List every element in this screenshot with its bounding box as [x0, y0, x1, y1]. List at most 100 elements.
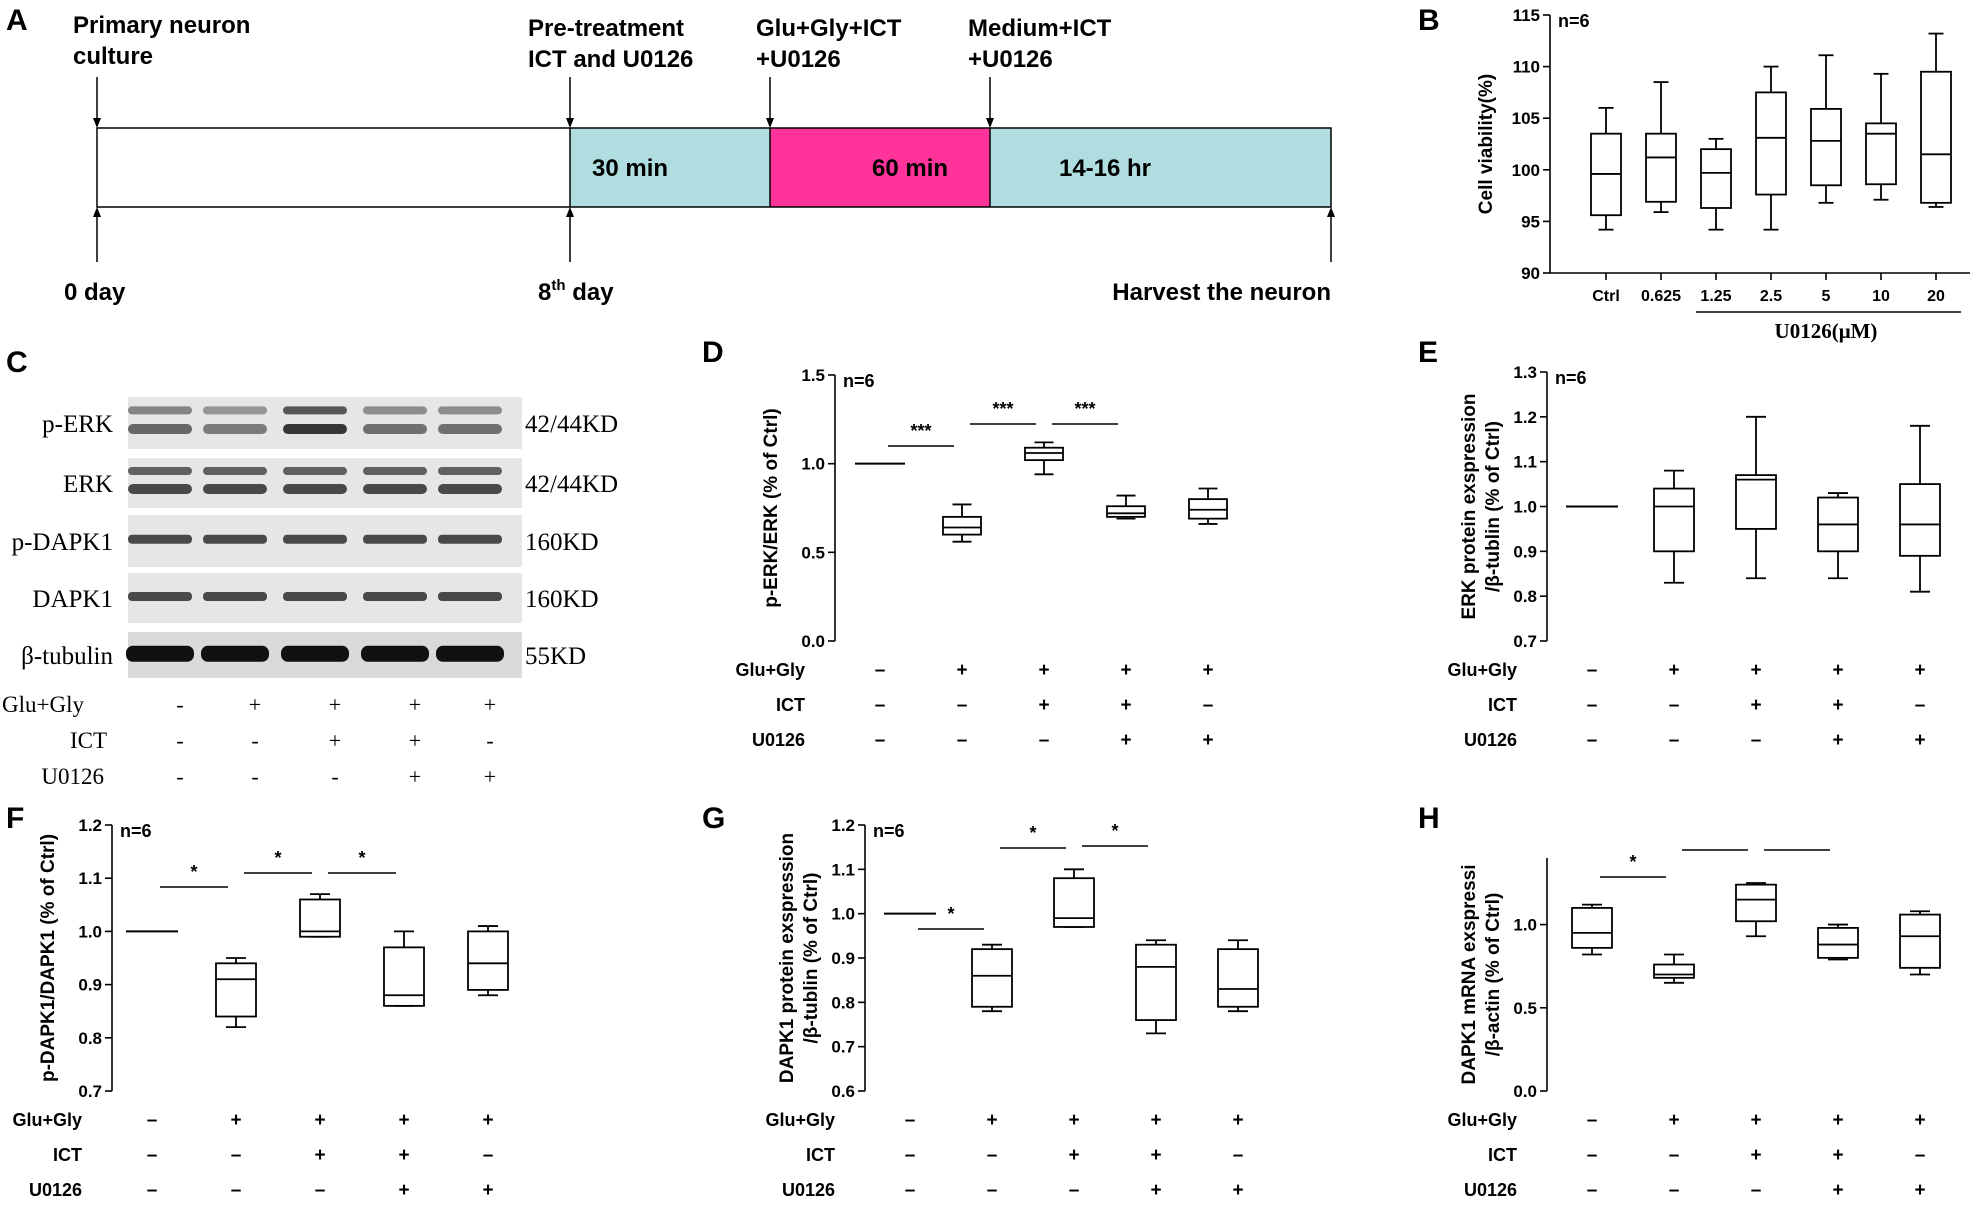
- treatment-sign: –: [875, 730, 886, 751]
- y-tick-label: 1.0: [1513, 498, 1537, 517]
- arrow-down-icon: [986, 118, 994, 128]
- timeline-label-harvest: Harvest the neuron: [1112, 279, 1331, 306]
- condition-sign: +: [409, 728, 421, 753]
- blot-band: [203, 406, 267, 415]
- band-name-label: p-DAPK1: [12, 529, 113, 556]
- blot-band: [283, 592, 347, 601]
- y-tick-label: 1.2: [831, 816, 855, 835]
- treatment-sign: +: [1668, 660, 1679, 681]
- blot-band: [438, 484, 502, 494]
- y-tick-label: 0.8: [831, 993, 855, 1012]
- band-size-label: 42/44KD: [525, 411, 618, 438]
- treatment-label: ICT: [1488, 1145, 1517, 1165]
- treatment-sign: –: [1587, 1145, 1598, 1166]
- x-tick-label: 2.5: [1760, 288, 1782, 305]
- treatment-sign: –: [147, 1180, 158, 1201]
- y-tick-label: 100: [1512, 161, 1540, 180]
- treatment-sign: –: [987, 1145, 998, 1166]
- blot-band: [128, 424, 192, 435]
- y-tick-label: 1.1: [78, 869, 102, 888]
- box-iqr: [1653, 487, 1695, 553]
- treatment-sign: +: [1914, 1110, 1925, 1131]
- blot-band: [203, 592, 267, 601]
- y-tick-label: 1.0: [801, 455, 825, 474]
- treatment-sign: –: [987, 1180, 998, 1201]
- segment-label-30min: 30 min: [592, 155, 668, 182]
- treatment-label: Glu+Gly: [12, 1110, 82, 1130]
- treatment-sign: –: [1751, 730, 1762, 751]
- band-size-label: 160KD: [525, 529, 599, 556]
- blot-band: [126, 645, 194, 662]
- blot-band: [128, 406, 192, 415]
- treatment-sign: +: [314, 1145, 325, 1166]
- treatment-sign: –: [905, 1110, 916, 1131]
- condition-sign: -: [251, 764, 258, 789]
- condition-sign: -: [176, 728, 183, 753]
- segment-label-60min: 60 min: [872, 155, 948, 182]
- n-label: n=6: [843, 371, 875, 391]
- treatment-sign: –: [1751, 1180, 1762, 1201]
- y-tick-label: 90: [1521, 264, 1540, 283]
- condition-sign: -: [331, 764, 338, 789]
- x-axis-title: U0126(μM): [1775, 319, 1878, 343]
- y-tick-label: 0.7: [78, 1082, 102, 1101]
- treatment-sign: +: [1068, 1110, 1079, 1131]
- blot-band: [128, 484, 192, 494]
- treatment-sign: +: [1832, 1180, 1843, 1201]
- treatment-sign: –: [315, 1180, 326, 1201]
- panel-label-d: D: [702, 336, 724, 369]
- treatment-sign: –: [1915, 695, 1926, 716]
- box-iqr: [1755, 91, 1787, 196]
- blot-band: [363, 424, 427, 435]
- treatment-sign: –: [1587, 695, 1598, 716]
- significance-marker: *: [1629, 852, 1636, 872]
- treatment-sign: –: [147, 1110, 158, 1131]
- significance-marker: *: [1029, 823, 1036, 843]
- timeline-label-insult-2: +U0126: [756, 46, 841, 73]
- condition-sign: +: [329, 692, 341, 717]
- treatment-label: Glu+Gly: [735, 660, 805, 680]
- treatment-sign: +: [1232, 1180, 1243, 1201]
- significance-marker: *: [274, 848, 281, 868]
- y-tick-label: 95: [1521, 212, 1540, 231]
- condition-sign: +: [409, 692, 421, 717]
- treatment-sign: –: [1069, 1180, 1080, 1201]
- treatment-sign: +: [1150, 1180, 1161, 1201]
- treatment-sign: –: [483, 1145, 494, 1166]
- timeline-label-pretreat-2: ICT and U0126: [528, 46, 693, 73]
- significance-marker: ***: [992, 399, 1013, 419]
- condition-sign: +: [484, 692, 496, 717]
- y-tick-label: 1.2: [78, 816, 102, 835]
- blot-band: [283, 406, 347, 415]
- treatment-sign: +: [482, 1110, 493, 1131]
- timeline-label-culture-1: Primary neuron: [73, 12, 250, 39]
- box-iqr: [942, 515, 982, 536]
- box-iqr: [1217, 948, 1259, 1008]
- timeline-label-medium-2: +U0126: [968, 46, 1053, 73]
- blot-band: [438, 592, 502, 601]
- arrow-up-icon: [566, 207, 574, 217]
- blot-band: [438, 406, 502, 415]
- box-iqr: [1735, 474, 1777, 530]
- significance-marker: *: [358, 848, 365, 868]
- y-tick-label: 1.5: [801, 366, 825, 385]
- significance-marker: *: [190, 862, 197, 882]
- y-tick-label: 1.2: [1513, 408, 1537, 427]
- treatment-label: Glu+Gly: [765, 1110, 835, 1130]
- treatment-sign: –: [231, 1145, 242, 1166]
- x-tick-label: 20: [1927, 288, 1945, 305]
- y-tick-label: 0.0: [1513, 1082, 1537, 1101]
- box-iqr: [1817, 927, 1859, 959]
- treatment-sign: –: [231, 1180, 242, 1201]
- y-axis-title: DAPK1 protein exspression: [777, 833, 798, 1083]
- blot-band: [361, 645, 429, 662]
- y-tick-label: 1.1: [831, 860, 855, 879]
- treatment-sign: +: [398, 1145, 409, 1166]
- treatment-sign: –: [1669, 1145, 1680, 1166]
- treatment-sign: +: [314, 1110, 325, 1131]
- panel-label-f: F: [6, 802, 24, 835]
- blot-band: [363, 467, 427, 475]
